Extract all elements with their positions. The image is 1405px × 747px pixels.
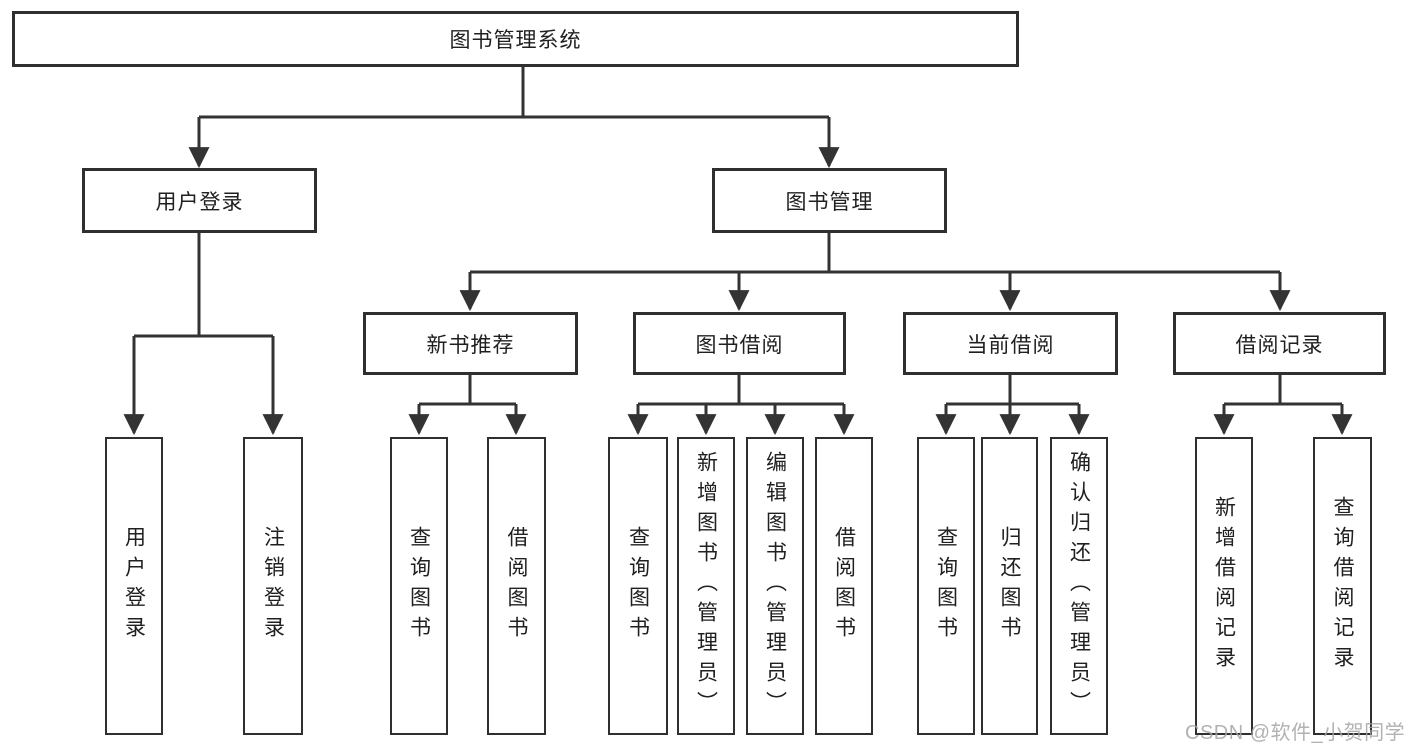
leaf-logout: 注销登录 [243,437,303,735]
leaf-label: 确认归还（管理员） [1067,451,1091,721]
leaf-user-login: 用户登录 [105,437,163,735]
leaf-add-book-admin: 新增图书（管理员） [677,437,735,735]
leaf-label: 编辑图书（管理员） [763,451,787,721]
leaf-label: 借阅图书 [832,526,856,646]
node-book-management: 图书管理 [712,168,947,233]
leaf-label: 归还图书 [998,526,1021,646]
leaf-label: 查询图书 [934,526,958,646]
leaf-return-books: 归还图书 [981,437,1038,735]
leaf-label: 注销登录 [261,526,285,646]
node-new-book-recommend: 新书推荐 [363,312,578,375]
leaf-label: 查询图书 [626,526,650,646]
leaf-borrow-books: 借阅图书 [815,437,873,735]
leaf-label: 查询图书 [407,526,431,646]
leaf-confirm-return-admin: 确认归还（管理员） [1050,437,1108,735]
csdn-watermark: CSDN @软件_小贺同学 [1185,722,1405,744]
node-library-system: 图书管理系统 [12,11,1019,67]
node-book-borrowing: 图书借阅 [633,312,846,375]
node-current-borrowing: 当前借阅 [903,312,1118,375]
leaf-query-books-borrowing: 查询图书 [608,437,668,735]
leaf-query-books-current: 查询图书 [917,437,975,735]
leaf-label: 新增图书（管理员） [694,451,718,721]
leaf-edit-book-admin: 编辑图书（管理员） [746,437,804,735]
leaf-borrow-books-recommend: 借阅图书 [487,437,546,735]
leaf-query-borrow-record: 查询借阅记录 [1313,437,1372,735]
node-user-login: 用户登录 [82,168,317,233]
leaf-label: 用户登录 [122,526,146,646]
node-borrowing-records: 借阅记录 [1173,312,1386,375]
leaf-add-borrow-record: 新增借阅记录 [1195,437,1253,735]
leaf-query-books-recommend: 查询图书 [390,437,448,735]
leaf-label: 新增借阅记录 [1212,496,1236,676]
leaf-label: 查询借阅记录 [1331,496,1354,676]
leaf-label: 借阅图书 [505,526,528,646]
